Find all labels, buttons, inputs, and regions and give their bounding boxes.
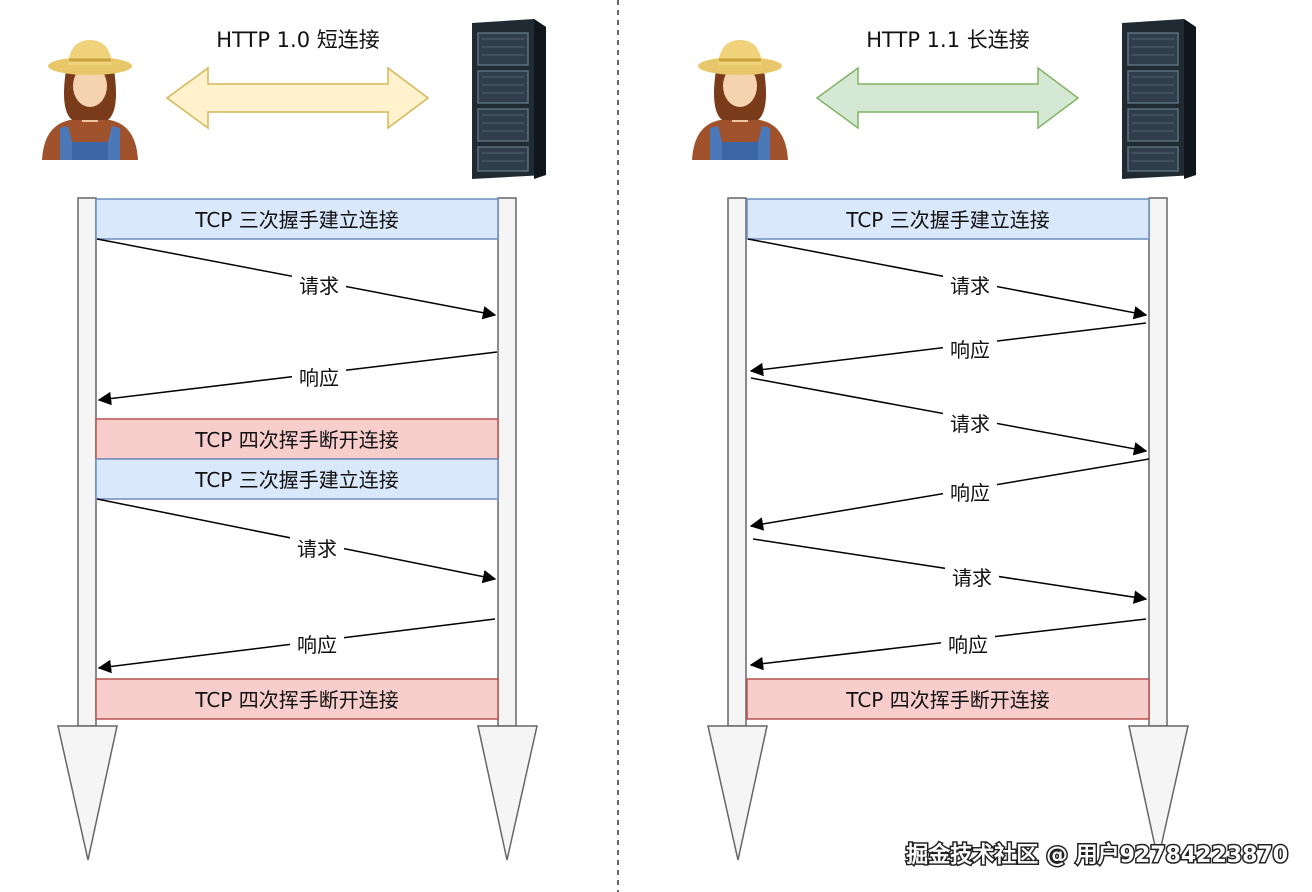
left-request-label-1: 请求 <box>299 274 339 298</box>
left-request-label-2: 请求 <box>297 537 337 561</box>
left-response-label-1: 响应 <box>299 366 339 390</box>
left-connect-label-2: TCP 三次握手建立连接 <box>194 468 398 492</box>
right-request-label-2: 请求 <box>950 412 990 436</box>
right-connect-box-1 <box>746 198 1150 240</box>
right-response-label-1: 响应 <box>950 338 990 362</box>
server-rack-icon-right <box>1121 18 1197 180</box>
right-request-label-3: 请求 <box>952 566 992 590</box>
right-response-label-2: 响应 <box>950 481 990 505</box>
left-close-label-1: TCP 四次挥手断开连接 <box>194 428 398 452</box>
right-connect-label-1: TCP 三次握手建立连接 <box>845 208 1049 232</box>
server-lifeline-left <box>477 197 538 861</box>
left-double-arrow <box>165 66 430 130</box>
client-user-icon-right <box>690 38 790 162</box>
left-connect-label-1: TCP 三次握手建立连接 <box>194 208 398 232</box>
left-close-box-2 <box>95 678 499 720</box>
right-close-box-1 <box>746 678 1150 720</box>
server-lifeline-right <box>1128 197 1189 861</box>
client-user-icon-left <box>40 38 140 162</box>
left-connect-box-1 <box>95 198 499 240</box>
right-double-arrow <box>815 66 1080 130</box>
watermark: 掘金技术社区 @ 用户92784223870 <box>906 842 1288 868</box>
right-response-label-3: 响应 <box>948 633 988 657</box>
left-title: HTTP 1.0 短连接 <box>216 28 380 52</box>
left-connect-box-2 <box>95 458 499 500</box>
right-close-label-1: TCP 四次挥手断开连接 <box>845 688 1049 712</box>
right-title: HTTP 1.1 长连接 <box>866 28 1030 52</box>
left-response-label-2: 响应 <box>297 633 337 657</box>
client-lifeline-left <box>57 197 118 861</box>
right-panel: HTTP 1.1 长连接 TCP 三次握手建立连接 请求 响应 请求 响应 请求 <box>690 18 1197 861</box>
right-request-label-1: 请求 <box>950 274 990 298</box>
server-rack-icon-left <box>471 18 547 180</box>
left-panel: HTTP 1.0 短连接 TCP 三次握手建立连接 请求 响应 TCP 四次挥手… <box>40 18 547 861</box>
left-close-box-1 <box>95 418 499 460</box>
client-lifeline-right <box>707 197 768 861</box>
left-close-label-2: TCP 四次挥手断开连接 <box>194 688 398 712</box>
